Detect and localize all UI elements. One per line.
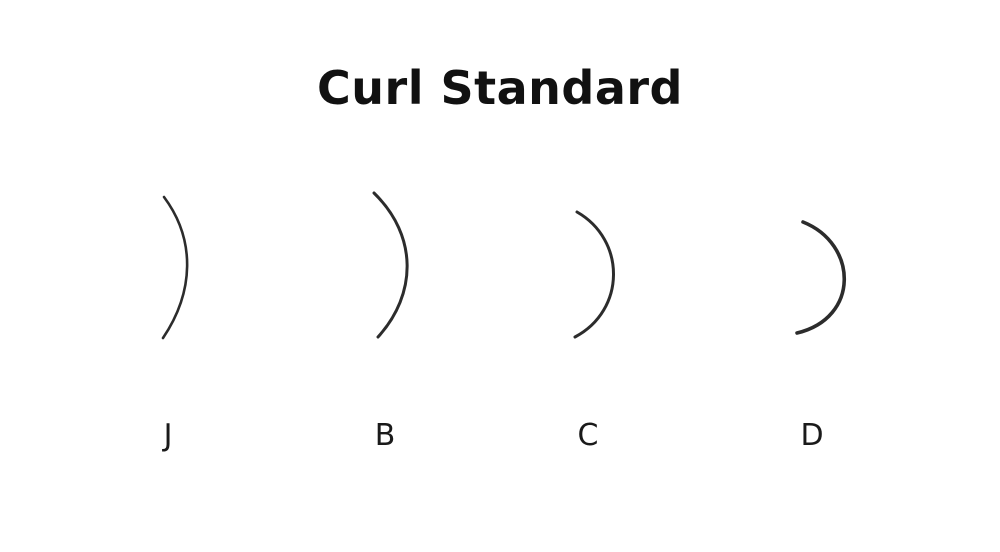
j-curl-lash-icon [161,195,189,340]
page-title: Curl Standard [317,61,683,115]
curl-label-b: B [374,418,396,453]
d-curl-lash-icon [795,220,846,335]
c-curl-lash-icon [573,210,615,339]
b-curl-lash-icon [372,191,409,339]
curl-label-j: J [163,418,173,453]
curl-label-d: D [800,418,824,453]
curl-label-c: C [577,418,599,453]
